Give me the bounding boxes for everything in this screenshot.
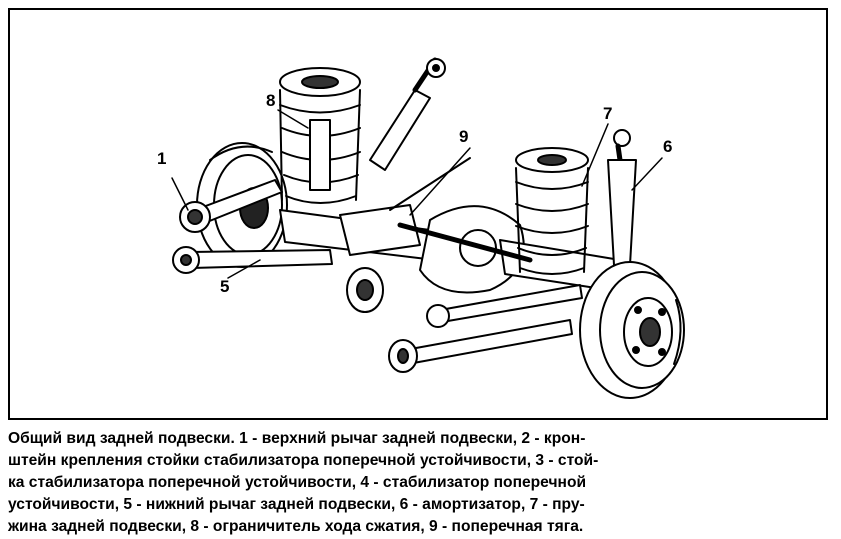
right-brake-drum: [579, 261, 685, 399]
callout-1: 1: [157, 149, 167, 168]
left-coil-spring: [279, 67, 361, 204]
figure-caption: Общий вид задней подвески. 1 - верхний р…: [8, 428, 830, 538]
lower-arm-left: [172, 246, 333, 274]
suspension-drawing: [171, 57, 685, 399]
caption-line: штейн крепления стойки стабилизатора поп…: [8, 452, 599, 469]
callout-6: 6: [663, 137, 673, 156]
drive-flange: [346, 267, 384, 313]
callout-9: 9: [459, 127, 469, 146]
callout-5: 5: [220, 277, 230, 296]
caption-line: ка стабилизатора поперечной устойчивости…: [8, 474, 587, 491]
caption-line: Общий вид задней подвески. 1 - верхний р…: [8, 430, 586, 447]
caption-line: устойчивости, 5 - нижний рычаг задней по…: [8, 496, 585, 513]
caption-line: жина задней подвески, 8 - ограничитель х…: [8, 518, 584, 535]
callout-8: 8: [266, 91, 276, 110]
right-coil-spring: [515, 147, 589, 275]
panhard-rod: [389, 157, 533, 263]
right-shock-absorber: [607, 129, 637, 266]
figure-frame: 1 5 6 7 8 9: [8, 8, 828, 420]
lower-arm-right: [388, 284, 583, 373]
leader-lines: [171, 109, 663, 279]
left-shock-absorber: [369, 57, 446, 171]
axle-housing: [279, 204, 623, 294]
callout-7: 7: [603, 104, 613, 123]
